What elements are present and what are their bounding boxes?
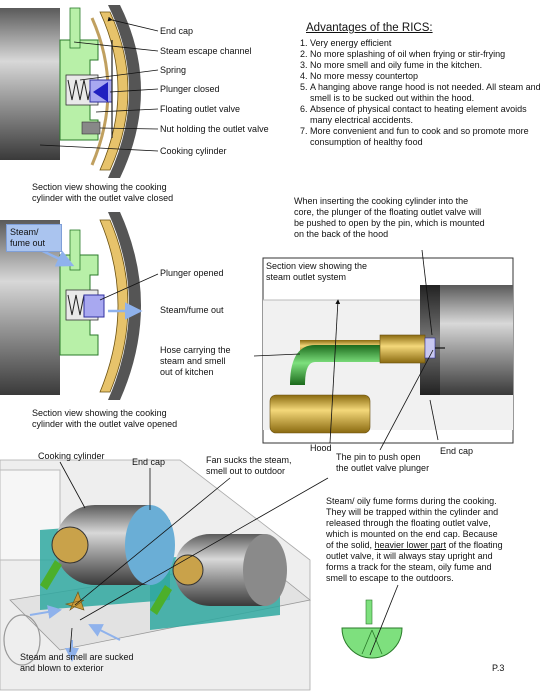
outlet-system-label: Section view showing the steam outlet sy… <box>266 261 368 282</box>
steam-fume-out-box: Steam/ fume out <box>6 224 62 252</box>
fume-note-3: released through the floating outlet val… <box>326 518 491 528</box>
label-steam-escape-channel: Steam escape channel <box>160 46 252 56</box>
label-pin-1: The pin to push open <box>336 452 421 462</box>
caption-closed-1: Section view showing the cooking <box>32 182 167 192</box>
label-bottom-2: and blown to exterior <box>20 663 104 673</box>
insert-note-1: When inserting the cooking cylinder into… <box>294 196 469 206</box>
page-number: P.3 <box>492 663 505 673</box>
advantages-title: Advantages of the RICS: <box>306 22 433 34</box>
label-hose-3: out of kitchen <box>160 367 214 377</box>
fume-note-1: Steam/ oily fume forms during the cookin… <box>326 496 497 506</box>
advantage-item: No more smell and oily fume in the kitch… <box>310 60 540 71</box>
assembly-view <box>0 459 311 691</box>
caption-opened-1: Section view showing the cooking <box>32 408 167 418</box>
label-end-cap: End cap <box>160 26 194 36</box>
advantage-item: More convenient and fun to cook and so p… <box>310 126 540 148</box>
advantages-list: Very energy efficient No more splashing … <box>296 38 540 148</box>
label-spring: Spring <box>160 65 187 75</box>
caption-closed-2: cylinder with the outlet valve closed <box>32 193 174 203</box>
advantage-item: No more messy countertop <box>310 71 540 82</box>
section-view-opened <box>0 212 159 400</box>
label-assembly-end-cap: End cap <box>132 457 166 467</box>
advantage-item: A hanging above range hood is not needed… <box>310 82 540 104</box>
insert-note-3: be pushed to open by the pin, which is m… <box>294 218 485 228</box>
advantage-item: Very energy efficient <box>310 38 540 49</box>
fume-note-5-underlined: heavier lower part <box>374 540 447 550</box>
fume-note-5c: of the floating <box>446 540 503 550</box>
fume-note-8: smell to escape to the outdoors. <box>326 573 454 583</box>
label-outlet-end-cap: End cap <box>440 446 474 456</box>
label-cooking-cylinder: Cooking cylinder <box>160 146 227 156</box>
label-plunger-closed: Plunger closed <box>160 84 220 94</box>
label-assembly-cooking-cylinder: Cooking cylinder <box>38 451 105 461</box>
fume-note-2: They will be trapped within the cylinder… <box>326 507 499 517</box>
insert-note-4: on the back of the hood <box>294 229 389 239</box>
label-hose-2: steam and smell <box>160 356 226 366</box>
fume-note-5a: of the solid, <box>326 540 375 550</box>
fume-note-4: which is mounted on the end cap. Because <box>326 529 498 539</box>
advantage-item: No more splashing of oil when frying or … <box>310 49 540 60</box>
fume-note-6: outlet valve, it will always stay uprigh… <box>326 551 493 561</box>
label-pin-2: the outlet valve plunger <box>336 463 430 473</box>
insert-note-2: core, the plunger of the floating outlet… <box>294 207 482 217</box>
section-view-closed <box>0 0 159 180</box>
label-hood: Hood <box>310 443 332 453</box>
label-steam-fume-out: Steam/fume out <box>160 305 224 315</box>
label-fan-1: Fan sucks the steam, <box>206 455 292 465</box>
advantage-item: Absence of physical contact to heating e… <box>310 104 540 126</box>
floating-valve-icon <box>341 584 403 659</box>
label-plunger-opened: Plunger opened <box>160 268 224 278</box>
caption-opened-2: cylinder with the outlet valve opened <box>32 419 178 429</box>
outlet-system-view <box>262 257 514 444</box>
label-floating-outlet-valve: Floating outlet valve <box>160 104 241 114</box>
label-hose-1: Hose carrying the <box>160 345 231 355</box>
label-fan-2: smell out to outdoor <box>206 466 286 476</box>
fume-note-7: forms a track for the steam, oily fume a… <box>326 562 492 572</box>
label-bottom-1: Steam and smell are sucked <box>20 652 134 662</box>
label-nut: Nut holding the outlet valve <box>160 124 269 134</box>
fume-note-5: of the solid, heavier lower part of the … <box>326 540 503 551</box>
